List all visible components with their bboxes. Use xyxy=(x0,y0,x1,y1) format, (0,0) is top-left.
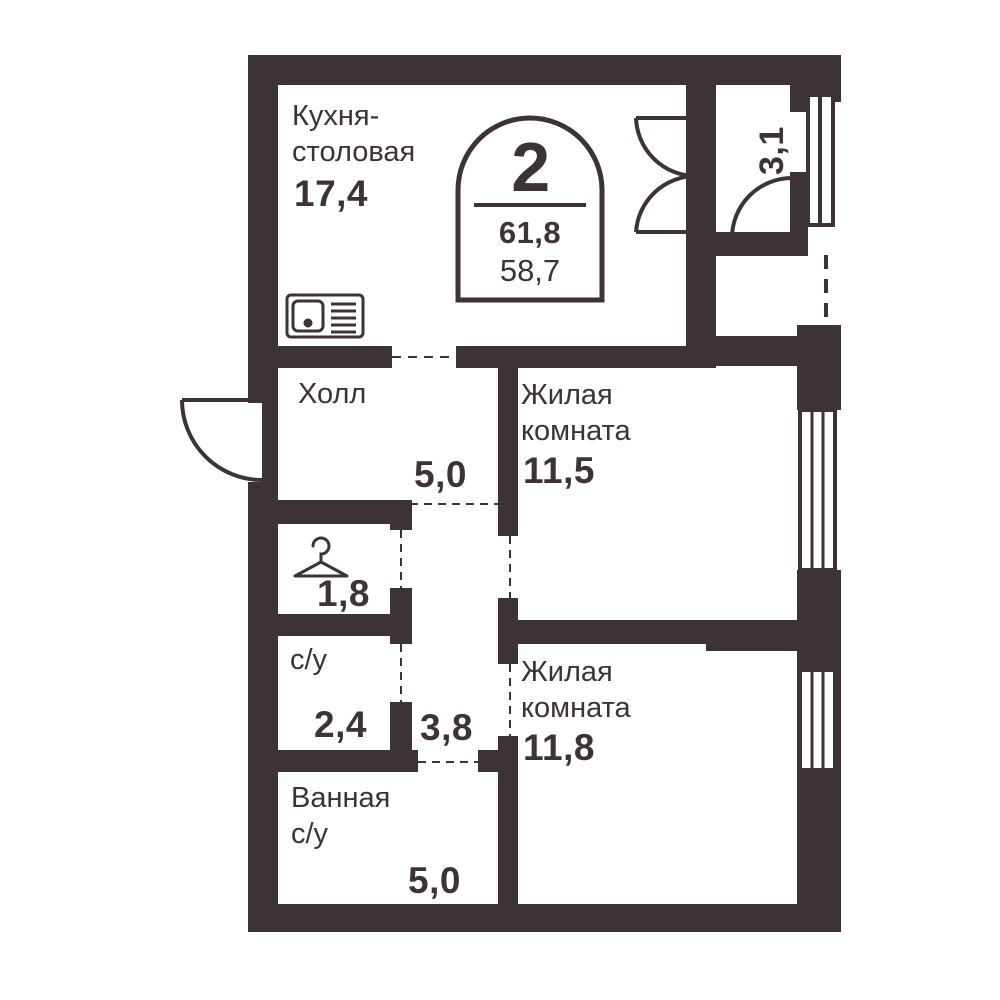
balcony-area: 3,1 xyxy=(753,126,791,175)
wc-area: 2,4 xyxy=(314,704,367,745)
corridor-area: 3,8 xyxy=(420,707,473,748)
wall-left-lower xyxy=(248,482,278,932)
wall-kitchen-bottom-right xyxy=(456,346,716,368)
wall-kitchen-bottom-left xyxy=(248,346,392,368)
sink-icon xyxy=(285,293,365,339)
bathroom-area: 5,0 xyxy=(408,860,461,901)
living1-name: Жилая комната xyxy=(521,379,631,447)
living2-window xyxy=(798,668,837,772)
living1-area: 11,5 xyxy=(523,450,595,491)
wall-balcony-post2 xyxy=(790,172,808,232)
wc-name: с/у xyxy=(290,644,328,676)
living2-area: 11,8 xyxy=(523,727,595,768)
apartment-badge xyxy=(455,115,605,303)
bathroom-name: Ванная с/у xyxy=(291,782,391,850)
hall-name: Холл xyxy=(298,378,367,410)
balcony-door-swing xyxy=(634,112,794,240)
wall-wardrobe-wc xyxy=(248,614,412,636)
living2-name: Жилая комната xyxy=(521,656,631,724)
wall-balcony-post xyxy=(790,82,808,112)
living-area: 58,7 xyxy=(499,253,561,288)
wardrobe-area: 1,8 xyxy=(317,573,370,614)
hall-area: 5,0 xyxy=(414,454,467,495)
room-count: 2 xyxy=(511,128,551,206)
living1-window xyxy=(798,408,837,572)
kitchen-name: Кухня- столовая xyxy=(292,100,416,168)
wall-hall-living1 xyxy=(498,366,518,536)
wall-wc-bathroom xyxy=(248,750,418,772)
entrance-door-swing xyxy=(180,398,263,482)
wall-bottom xyxy=(248,904,841,932)
wall-bathroom-top-right xyxy=(478,750,518,772)
kitchen-area: 17,4 xyxy=(294,173,369,214)
wall-corridor-living2-upper xyxy=(498,598,518,664)
wall-wardrobe-right xyxy=(390,500,412,530)
wall-corridor-living2-lower xyxy=(498,736,518,932)
total-area: 61,8 xyxy=(498,215,562,250)
wall-left-upper xyxy=(248,55,278,403)
entrance-door-frame xyxy=(262,398,278,488)
hanger-icon xyxy=(293,536,349,578)
wall-living-sep-right xyxy=(706,625,841,651)
wall-top xyxy=(248,55,841,85)
wall-hall-bottom xyxy=(248,500,410,524)
